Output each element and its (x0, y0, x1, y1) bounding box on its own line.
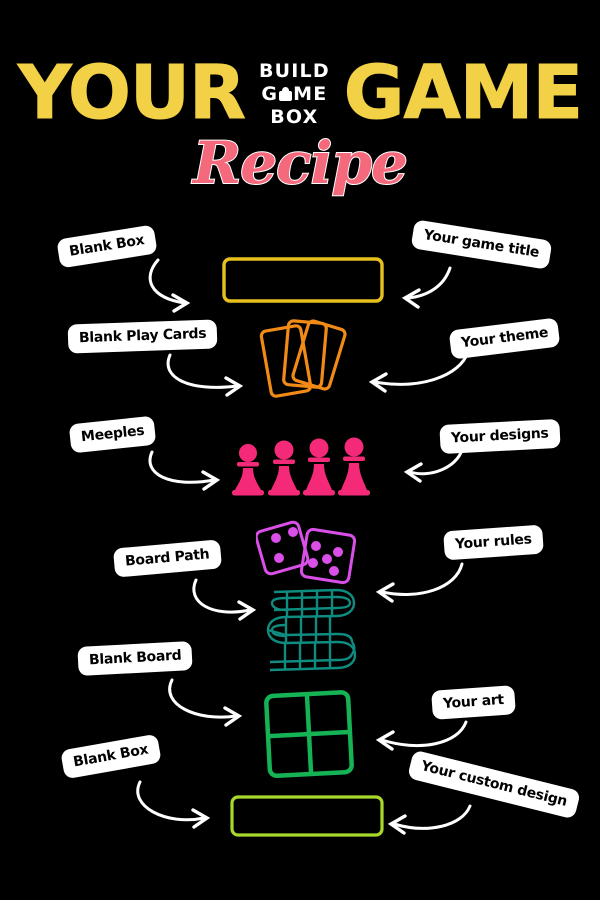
logo-line-build: BUILD (258, 59, 330, 82)
label-your-designs[interactable]: Your designs (439, 418, 561, 455)
label-your-custom-design[interactable]: Your custom design (407, 749, 581, 820)
label-meeples[interactable]: Meeples (68, 415, 157, 454)
blank-board-grid-icon (264, 690, 354, 779)
label-your-game-title[interactable]: Your game title (410, 219, 553, 270)
build-game-box-logo: BUILD G ME BOX (255, 59, 334, 128)
label-blank-play-cards[interactable]: Blank Play Cards (67, 319, 218, 354)
die-pips-right (308, 541, 343, 576)
label-your-art[interactable]: Your art (431, 685, 516, 720)
game-token-icon (279, 87, 293, 101)
arrow-your-designs (408, 448, 464, 476)
custom-box-outline-icon (230, 795, 384, 837)
board-path-icon (266, 588, 357, 672)
label-blank-box-top[interactable]: Blank Box (56, 224, 158, 269)
title-row: YOUR BUILD G ME BOX GAME (0, 52, 600, 134)
blank-box-outline-icon (222, 257, 384, 303)
meeples-icon (232, 437, 370, 496)
logo-game-prefix: G (261, 82, 279, 105)
logo-line-box: BOX (270, 105, 319, 128)
play-cards-icon (259, 319, 347, 398)
arrow-your-game-title (406, 266, 452, 300)
label-blank-box-bottom[interactable]: Blank Box (60, 733, 162, 780)
label-your-rules[interactable]: Your rules (443, 524, 544, 561)
label-board-path[interactable]: Board Path (112, 539, 222, 578)
logo-game-suffix: ME (293, 82, 328, 105)
arrow-board-path (192, 578, 252, 614)
title-word-game: GAME (343, 50, 583, 136)
arrow-blank-play-cards (166, 353, 239, 389)
arrow-blank-box-bottom (136, 780, 206, 822)
poster-header: YOUR BUILD G ME BOX GAME Recipe (0, 0, 600, 210)
arrow-meeples (148, 450, 216, 484)
label-your-theme[interactable]: Your theme (448, 317, 561, 360)
title-word-your: YOUR (18, 50, 247, 136)
logo-line-game: G ME (261, 82, 328, 105)
die-pips-left (271, 527, 298, 563)
label-blank-board[interactable]: Blank Board (77, 641, 194, 676)
arrow-blank-board (168, 678, 238, 719)
arrow-your-art (380, 720, 468, 747)
dice-icon (256, 520, 357, 585)
arrow-your-rules (380, 562, 464, 596)
script-title-recipe: Recipe (192, 129, 409, 197)
arrow-blank-box-top (148, 258, 187, 305)
arrow-your-custom-design (392, 804, 472, 830)
